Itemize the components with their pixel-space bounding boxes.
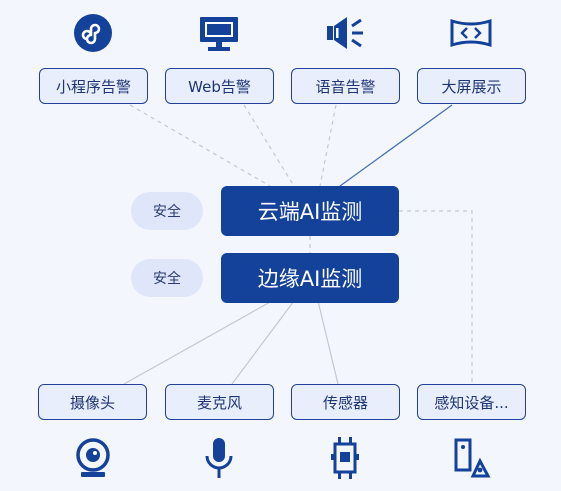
big-screen-icon — [449, 11, 493, 55]
perception-device-icon — [449, 436, 493, 480]
connector-sensor — [317, 300, 339, 385]
connector-camera — [123, 300, 273, 385]
cloud-ai-monitoring: 云端AI监测 — [221, 186, 399, 236]
mini-program-icon — [71, 11, 115, 55]
speaker-icon — [323, 11, 367, 55]
output-mini-program-alert: 小程序告警 — [39, 68, 148, 104]
edge-ai-monitoring: 边缘AI监测 — [221, 253, 399, 303]
connector-voice — [319, 104, 337, 187]
connector-mini-program — [129, 104, 271, 187]
input-camera: 摄像头 — [38, 384, 147, 420]
microphone-icon — [197, 436, 241, 480]
connector-big-screen — [339, 104, 453, 187]
input-sensor: 传感器 — [291, 384, 400, 420]
input-microphone: 麦克风 — [165, 384, 274, 420]
sensor-chip-icon — [323, 436, 367, 480]
output-web-alert: Web告警 — [165, 68, 274, 104]
input-perception-devices: 感知设备... — [417, 384, 526, 420]
monitor-icon — [197, 11, 241, 55]
connector-cloud-devices — [399, 210, 473, 384]
cloud-security-badge: 安全 — [131, 192, 203, 230]
edge-security-badge: 安全 — [131, 259, 203, 297]
connector-web — [243, 104, 295, 187]
output-big-screen-display: 大屏展示 — [417, 68, 526, 104]
connector-microphone — [231, 300, 295, 385]
camera-icon — [71, 436, 115, 480]
output-voice-alert: 语音告警 — [291, 68, 400, 104]
